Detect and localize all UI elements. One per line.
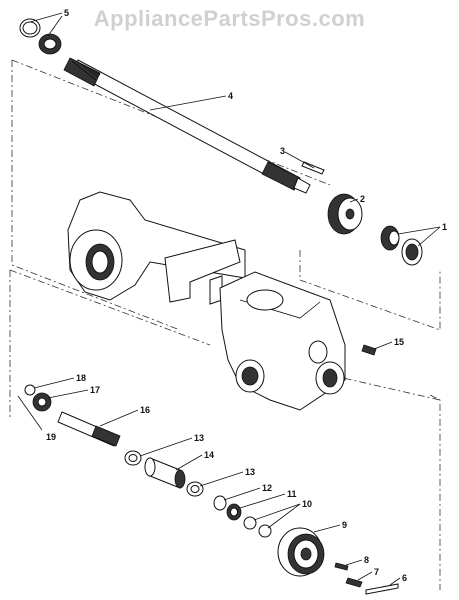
part-pin-3 <box>301 161 325 175</box>
callout-10: 10 <box>302 499 312 509</box>
callout-5: 5 <box>64 8 69 18</box>
callout-8: 8 <box>364 555 369 565</box>
watermark: AppliancePartsPros.com <box>93 6 366 31</box>
part-bearing-cup-1 <box>401 238 423 266</box>
leader-lines <box>17 12 441 586</box>
part-snap-ring-5 <box>19 18 41 38</box>
callout-1: 1 <box>442 222 447 232</box>
part-bearing-1 <box>380 225 400 251</box>
callout-19: 19 <box>46 432 56 442</box>
callout-12: 12 <box>262 483 272 493</box>
part-key-8 <box>334 562 349 571</box>
part-ring-12 <box>213 495 227 511</box>
callout-2: 2 <box>360 194 365 204</box>
callout-17: 17 <box>90 385 100 395</box>
callout-14: 14 <box>204 450 214 460</box>
part-retaining-ring-18 <box>24 384 36 396</box>
part-bolt-6 <box>365 583 399 595</box>
part-pulley-9 <box>277 527 325 577</box>
callout-11: 11 <box>287 489 297 499</box>
callout-15: 15 <box>394 337 404 347</box>
callout-13b: 13 <box>245 467 255 477</box>
callout-4: 4 <box>228 91 233 101</box>
part-drive-shaft-4 <box>63 57 311 194</box>
callout-7: 7 <box>374 567 379 577</box>
part-washer-13b <box>186 481 204 497</box>
part-axle-housing <box>67 191 246 305</box>
part-spacer-14 <box>144 457 186 489</box>
callout-13a: 13 <box>194 433 204 443</box>
callout-6: 6 <box>402 573 407 583</box>
part-bearing-11 <box>226 503 242 521</box>
part-washer-13a <box>124 450 142 466</box>
callout-18: 18 <box>76 373 86 383</box>
callout-3: 3 <box>280 146 285 156</box>
part-gear-2 <box>327 193 363 235</box>
part-pinion-shaft-16 <box>57 411 121 447</box>
callout-16: 16 <box>140 405 150 415</box>
part-seal-5 <box>38 33 62 55</box>
part-pinion-gear-17 <box>32 392 52 412</box>
part-washers-10 <box>243 516 272 538</box>
part-setscrew-15 <box>361 344 377 356</box>
callout-9: 9 <box>342 520 347 530</box>
part-setscrew-7 <box>345 577 363 588</box>
part-transmission-case <box>219 271 346 411</box>
